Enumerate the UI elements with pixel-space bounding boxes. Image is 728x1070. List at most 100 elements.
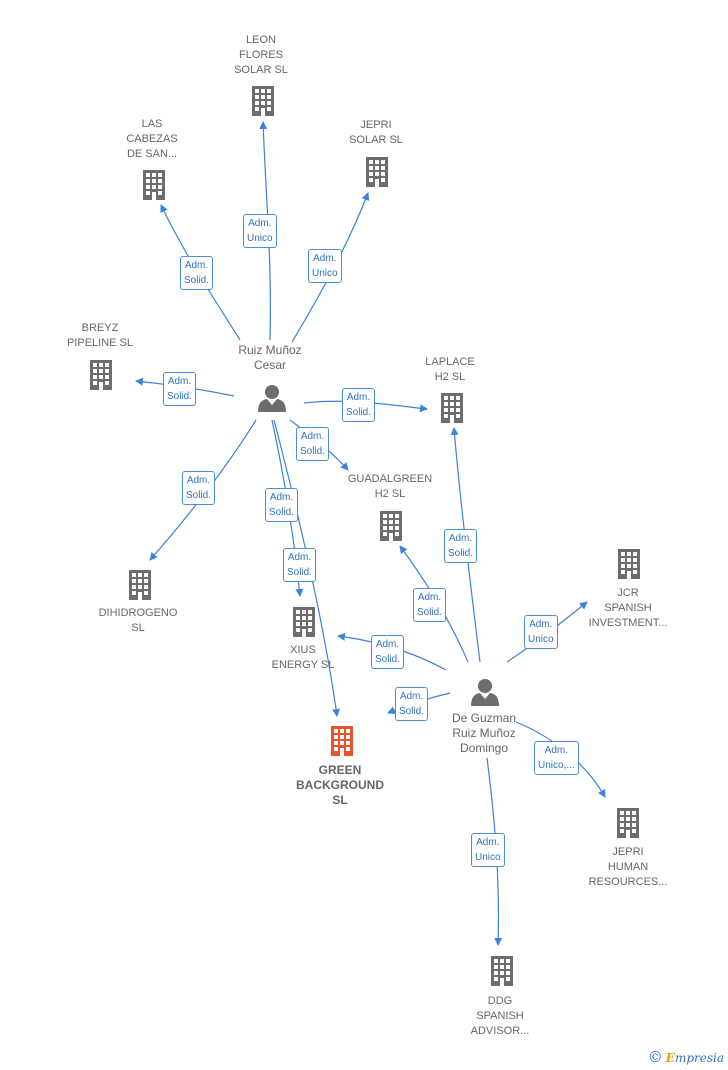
node-label-green-background[interactable]: GREEN BACKGROUND SL [285,763,395,808]
node-label-dihidrogeno[interactable]: DIHIDROGENO SL [90,606,186,636]
building-icon-guadalgreen[interactable] [380,511,402,541]
label-line: JCR [617,587,639,599]
label-line: De Guzman [451,711,517,725]
relation-badge-ddg[interactable]: Adm.Unico [471,833,505,867]
label-line: Adm. [529,619,553,630]
relation-badge-laplace-dg[interactable]: Adm. Solid. [444,529,478,563]
building-icon-dihidrogeno[interactable] [129,570,151,600]
node-label-jcr[interactable]: JCR SPANISH INVESTMENT... [576,586,680,631]
node-label-ddg[interactable]: DDG SPANISH ADVISOR... [452,994,548,1039]
label-line: SPANISH [476,1010,524,1022]
label-line: RESOURCES... [588,876,668,888]
node-label-guadalgreen[interactable]: GUADALGREEN H2 SL [336,472,444,502]
label-line: H2 SL [434,371,466,383]
label-line: JEPRI [360,119,392,131]
label-line: INVESTMENT... [588,617,668,629]
building-icon-jcr[interactable] [618,549,640,579]
label-line: ADVISOR... [470,1025,530,1037]
relation-badge-leon[interactable]: Adm.Unico [243,214,277,248]
building-icon-jepri-hr[interactable] [617,808,639,838]
edges [135,121,606,946]
label-line: Solid. [375,654,401,665]
person-label-ruiz[interactable]: Ruiz Muñoz Cesar [220,343,320,373]
node-label-breyz[interactable]: BREYZ PIPELINE SL [52,321,148,351]
relation-badge-breyz[interactable]: Adm.Solid. [163,372,197,406]
relation-badge-cabezas[interactable]: Adm. Solid. [180,256,214,290]
relation-badge-dihidro[interactable]: Adm.Solid. [182,471,216,505]
node-label-jepri-solar[interactable]: JEPRI SOLAR SL [328,118,424,148]
label-line: Adm. [186,475,211,486]
label-line: Adm. [167,376,192,387]
label-line: SPANISH [604,602,652,614]
label-line: Unico [312,268,338,279]
building-icon-jepri-solar[interactable] [366,157,388,187]
building-icon-las-cabezas[interactable] [143,170,165,200]
building-icon-green-background[interactable] [331,726,353,756]
label-line: Solid. [300,446,326,457]
label-line: Adm. [184,260,209,271]
relation-badge-jepri-solar[interactable]: Adm. Unico [308,249,342,283]
label-line: H2 SL [374,488,406,500]
label-line: Adm. [300,431,325,442]
label-line: Adm. [269,492,294,503]
label-line: Adm. [346,392,371,403]
relation-badge-jepri-hr[interactable]: Adm. Unico,... [534,741,579,775]
label-line: Adm. [417,592,442,603]
node-label-jepri-hr[interactable]: JEPRI HUMAN RESOURCES... [576,845,680,890]
label-line: Solid. [269,507,295,518]
building-icon-leon-flores[interactable] [252,86,274,116]
label-line: Adm. [375,639,400,650]
relation-badge-jcr[interactable]: Adm.Unico [524,615,558,649]
label-line: XIUS [290,644,316,656]
relation-badge-guadal-dg[interactable]: Adm.Solid. [413,588,447,622]
node-label-las-cabezas[interactable]: LAS CABEZAS DE SAN... [104,117,200,162]
label-line: SOLAR SL [349,134,403,146]
label-line: LAPLACE [425,356,475,368]
relation-badge-laplace-ruiz[interactable]: Adm.Solid. [342,388,376,422]
label-line: Adm. [399,691,424,702]
label-line: Adm. [544,745,569,756]
label-line: DDG [487,995,513,1007]
empresia-watermark[interactable]: ©Empresia [648,1048,724,1066]
label-line: Unico [475,852,501,863]
node-label-laplace[interactable]: LAPLACE H2 SL [402,355,498,385]
label-line: PIPELINE SL [66,337,134,349]
person-label-deguzman[interactable]: De Guzman Ruiz Muñoz Domingo [434,711,534,756]
relation-badge-xius-ruiz[interactable]: Adm.Solid. [283,548,317,582]
label-line: Adm. [448,533,473,544]
label-line: Unico,... [538,760,575,771]
label-line: GUADALGREEN [347,473,433,485]
label-line: Ruiz Muñoz [452,726,516,740]
relation-badge-xius-dg[interactable]: Adm. Solid. [371,635,405,669]
label-line: Solid. [184,275,210,286]
label-line: CABEZAS [126,133,178,145]
person-icon-ruiz[interactable] [258,385,286,412]
label-line: BREYZ [81,322,119,334]
label-line: ENERGY SL [271,659,335,671]
node-label-leon-flores[interactable]: LEON FLORES SOLAR SL [213,33,309,78]
label-line: SOLAR SL [234,64,288,76]
building-icon-laplace[interactable] [441,393,463,423]
label-line: Solid. [399,706,425,717]
brand-name: mpresia [674,1051,724,1065]
label-line: Solid. [448,548,474,559]
label-line: Adm. [313,253,337,264]
relation-badge-green[interactable]: Adm. Solid. [265,488,299,522]
label-line: DE SAN... [126,148,178,160]
building-icon-ddg[interactable] [491,956,513,986]
relation-badge-guadal-ruiz[interactable]: Adm. Solid. [296,427,330,461]
label-line: HUMAN [607,861,649,873]
label-line: Adm. [287,552,312,563]
label-line: DIHIDROGENO [98,607,178,619]
label-line: LEON [246,34,276,46]
node-label-xius[interactable]: XIUS ENERGY SL [255,643,351,673]
building-icon-xius[interactable] [293,607,315,637]
brand-initial: E [665,1051,675,1065]
person-icon-deguzman[interactable] [471,679,499,706]
label-line: Domingo [459,741,509,755]
label-line: BACKGROUND [296,778,384,792]
building-icon-breyz[interactable] [90,360,112,390]
label-line: SL [131,622,145,634]
relation-badge-green-dg[interactable]: Adm. Solid. [395,687,429,721]
label-line: Cesar [253,358,286,372]
